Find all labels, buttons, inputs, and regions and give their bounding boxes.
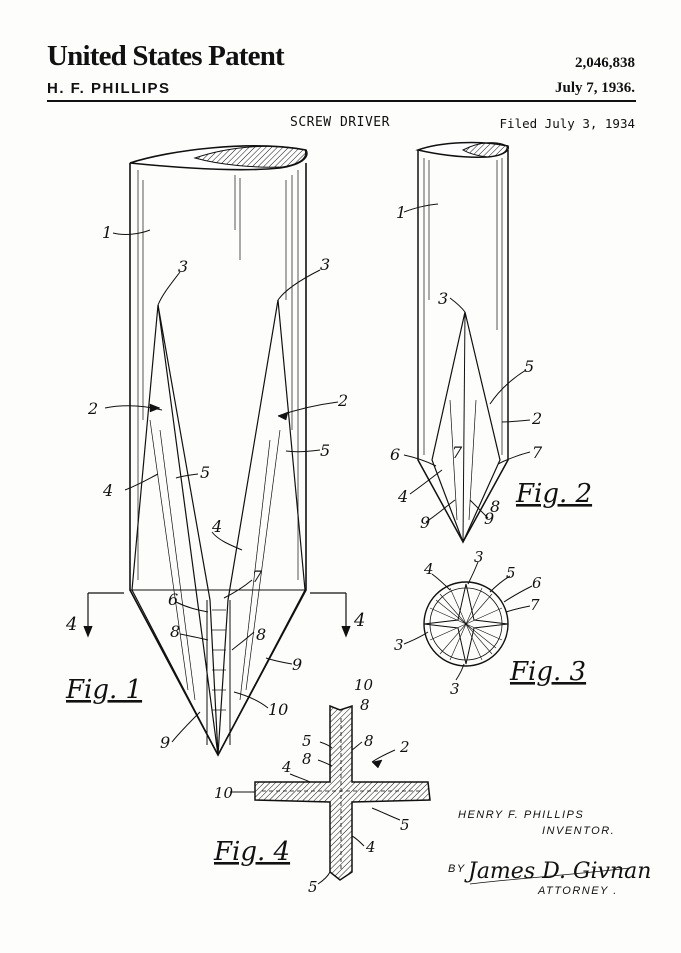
fig4-cross-section [254, 704, 431, 881]
fig1-numerals: 1 3 3 2 2 5 5 4 4 7 6 8 8 9 9 10 4 4 Fig… [65, 223, 365, 752]
drawing-title: SCREW DRIVER [290, 115, 390, 130]
numeral-1: 1 [396, 203, 406, 222]
issue-date: July 7, 1936. [554, 80, 635, 96]
fig4-label: Fig. 4 [213, 837, 290, 867]
numeral-5: 5 [320, 441, 330, 460]
fig2-center-edge [462, 311, 466, 543]
numeral-10: 10 [354, 676, 374, 694]
numeral-9: 9 [420, 513, 430, 532]
figure-1 [83, 145, 351, 757]
numeral-10: 10 [268, 700, 288, 719]
signature-flourish [469, 867, 631, 885]
inventor-name: H. F. PHILLIPS [47, 80, 171, 97]
numeral-4: 4 [397, 487, 408, 506]
numeral-2: 2 [399, 738, 410, 756]
fig1-cut-section-hatch [193, 145, 307, 168]
signature-inventor-name: HENRY F. PHILLIPS [458, 809, 584, 821]
signature-inventor-role: INVENTOR. [542, 825, 615, 837]
patent-number: 2,046,838 [575, 55, 635, 71]
section-mark-right: 4 [353, 610, 365, 631]
numeral-6: 6 [168, 590, 178, 609]
numeral-3: 3 [450, 680, 460, 698]
numeral-5: 5 [524, 357, 534, 376]
numeral-7: 7 [252, 567, 263, 586]
numeral-2: 2 [87, 399, 98, 418]
numeral-8: 8 [302, 750, 312, 768]
fig2-shading [423, 158, 503, 521]
fig2-shaft-outline [417, 150, 509, 544]
fig1-leaders [104, 229, 339, 743]
numeral-4: 4 [423, 560, 434, 578]
numeral-5: 5 [302, 732, 312, 750]
header-rule [47, 100, 636, 102]
numeral-8: 8 [364, 732, 374, 750]
numeral-2: 2 [337, 391, 348, 410]
numeral-8: 8 [360, 696, 370, 714]
numeral-8: 8 [256, 625, 266, 644]
section-mark-left: 4 [65, 614, 77, 635]
numeral-3: 3 [178, 257, 188, 276]
fig1-label: Fig. 1 [65, 675, 142, 705]
attorney-signature: James D. Givnan [464, 859, 651, 884]
numeral-8: 8 [490, 497, 500, 516]
numeral-9: 9 [484, 509, 494, 528]
numeral-4: 4 [211, 517, 222, 536]
fig1-right-flute-edge [217, 299, 279, 756]
numeral-4: 4 [281, 758, 292, 776]
fig3-cross-recess [423, 583, 509, 665]
numeral-7: 7 [530, 596, 540, 614]
numeral-3: 3 [320, 255, 330, 274]
numeral-7: 7 [452, 443, 463, 462]
numeral-2: 2 [531, 409, 542, 428]
numeral-6: 6 [390, 445, 400, 464]
numeral-3: 3 [474, 548, 484, 566]
numeral-8: 8 [170, 622, 180, 641]
fig1-left-flute-edge [157, 304, 219, 756]
numeral-4: 4 [365, 838, 376, 856]
numeral-7: 7 [532, 443, 543, 462]
fig2-cut-section-hatch [461, 142, 508, 158]
fig4-center-lines [262, 718, 422, 872]
fig2-numerals: 1 3 5 2 6 7 7 4 9 9 8 Fig. 2 [390, 203, 592, 532]
numeral-1: 1 [102, 223, 112, 242]
figure-4 [229, 704, 431, 885]
signature-by: BY [448, 863, 466, 875]
fig3-label: Fig. 3 [509, 657, 586, 687]
numeral-4: 4 [102, 481, 113, 500]
numeral-5: 5 [308, 878, 318, 896]
fig2-leaders [403, 203, 531, 523]
fig4-leaders [229, 741, 401, 885]
numeral-10: 10 [214, 784, 234, 802]
figure-2 [403, 141, 531, 544]
signature-block: HENRY F. PHILLIPS INVENTOR. BY James D. … [448, 809, 651, 897]
fig1-shading [137, 170, 299, 711]
numeral-5: 5 [400, 816, 410, 834]
fig3-leaders [403, 561, 533, 681]
fig3-inner-ring [429, 587, 503, 661]
fig1-shaft-outline [129, 163, 307, 757]
patent-heading: United States Patent [47, 40, 285, 72]
fig2-label: Fig. 2 [515, 479, 592, 509]
fig1-section-line [83, 592, 351, 638]
signature-attorney-role: ATTORNEY . [537, 885, 618, 897]
numeral-9: 9 [160, 733, 170, 752]
numeral-3: 3 [438, 289, 448, 308]
filed-date: Filed July 3, 1934 [499, 116, 635, 131]
figure-3 [403, 561, 533, 681]
numeral-5: 5 [200, 463, 210, 482]
numeral-6: 6 [532, 574, 542, 592]
fig3-numerals: 4 3 5 6 7 3 3 Fig. 3 [394, 548, 586, 698]
numeral-5: 5 [506, 564, 516, 582]
numeral-9: 9 [292, 655, 302, 674]
fig4-numerals: 10 8 5 8 8 2 4 10 5 4 5 Fig. 4 [213, 676, 410, 896]
fig3-radial-shading [429, 587, 503, 661]
numeral-3: 3 [394, 636, 404, 654]
fig1-left-flute [131, 304, 219, 756]
